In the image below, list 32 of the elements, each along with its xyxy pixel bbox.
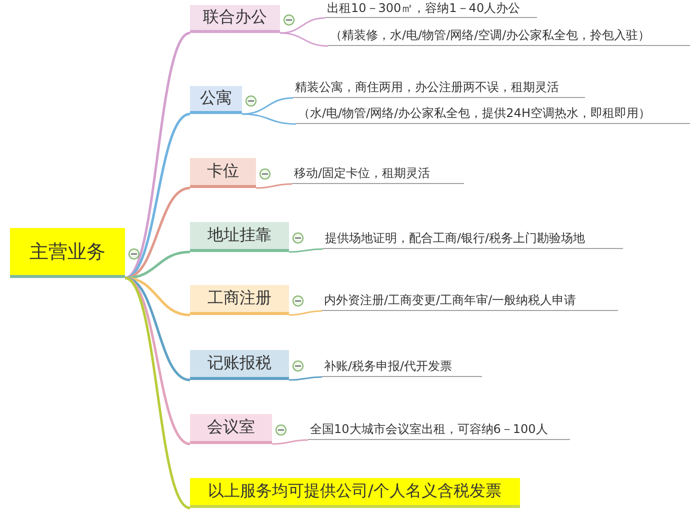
- branch-line: [280, 32, 328, 47]
- branch-line: [256, 183, 292, 189]
- subtopic-text: 补账/税务申报/代开发票: [322, 357, 482, 377]
- subtopic-text: 提供场地证明，配合工商/银行/税务上门勘验场地: [323, 229, 623, 249]
- topic-box: 卡位: [190, 158, 256, 188]
- branch-line: [288, 310, 322, 316]
- topic-box: 地址挂靠: [190, 222, 289, 252]
- branch-line: [288, 376, 322, 381]
- branch-line: [124, 276, 191, 510]
- branch-line: [280, 17, 326, 34]
- topic-box: 记账报税: [190, 350, 289, 380]
- branch-line: [288, 248, 324, 253]
- subtopic-text: 移动/固定卡位，租期灵活: [292, 164, 464, 184]
- branch-line: [124, 32, 191, 280]
- branch-line: [124, 276, 190, 446]
- subtopic-text: 内外资注册/工商变更/工商年审/一般纳税人申请: [322, 291, 618, 311]
- branch-line: [242, 97, 294, 115]
- topic-box: 会议室: [190, 414, 272, 444]
- subtopic-text: 精装公寓，商住两用，办公注册两不误，租期灵活: [293, 78, 585, 98]
- topic-box: 公寓: [190, 86, 242, 114]
- central-topic: 主营业务: [10, 228, 125, 278]
- branch-line: [242, 113, 296, 125]
- subtopic-text: 出租10－300㎡，容纳1－40人办公: [325, 0, 537, 18]
- subtopic-text: 全国10大城市会议室出租，可容纳6－100人: [308, 420, 570, 440]
- branch-line: [272, 439, 308, 445]
- branch-line: [124, 250, 190, 280]
- branch-line: [124, 112, 190, 280]
- subtopic-text: （水/电/物管/网络/办公家私全包，提供24H空调热水，即租即用）: [296, 104, 690, 124]
- note-box: 以上服务均可提供公司/个人名义含税发票: [190, 478, 520, 508]
- topic-box: 联合办公: [190, 5, 280, 33]
- subtopic-text: （精装修，水/电/物管/网络/空调/办公家私全包，拎包入驻）: [328, 26, 690, 46]
- topic-box: 工商注册: [190, 285, 289, 315]
